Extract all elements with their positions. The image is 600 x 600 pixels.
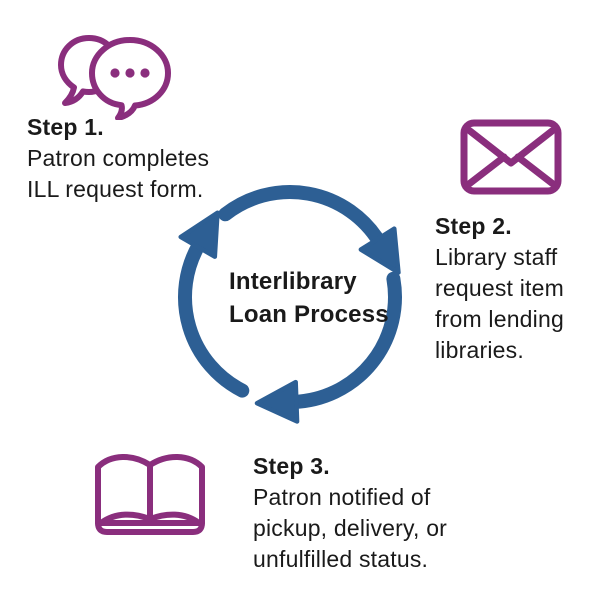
step-3-line-2: pickup, delivery, or (253, 515, 448, 541)
cycle-arc-top (218, 185, 401, 275)
step-1-line-2: ILL request form. (27, 176, 204, 202)
envelope-icon (460, 119, 562, 195)
step-1-label: Step 1. (27, 114, 104, 140)
open-book-icon (95, 454, 205, 535)
step-3-label: Step 3. (253, 453, 330, 479)
step-2-line-3: from lending (435, 306, 564, 332)
book-page-bottom-right (147, 511, 202, 526)
diagram-title: Interlibrary Loan Process (229, 265, 389, 331)
step-2-line-2: request item (435, 275, 564, 301)
step-1-block: Step 1. Patron completes ILL request for… (27, 112, 209, 205)
diagram-title-line-1: Interlibrary (229, 268, 357, 295)
step-2-line-4: libraries. (435, 337, 524, 363)
dot-3 (140, 68, 150, 78)
step-2-label: Step 2. (435, 213, 512, 239)
speech-bubbles-icon (58, 35, 171, 120)
step-3-block: Step 3. Patron notified of pickup, deliv… (253, 451, 447, 575)
front-bubble (89, 37, 171, 120)
step-1-line-1: Patron completes (27, 145, 210, 171)
envelope-flap (466, 127, 556, 167)
step-3-line-1: Patron notified of (253, 484, 431, 510)
cycle-arc-left (178, 210, 250, 398)
step-2-line-1: Library staff (435, 244, 558, 270)
book-page-bottom-left (98, 511, 153, 526)
step-2-block: Step 2. Library staff request item from … (435, 211, 564, 366)
diagram-title-line-2: Loan Process (229, 301, 389, 328)
dot-1 (110, 68, 120, 78)
dot-2 (125, 68, 135, 78)
envelope-bottom-folds (465, 153, 557, 188)
cycle-arc-right (254, 271, 402, 424)
step-3-line-3: unfulfilled status. (253, 546, 429, 572)
